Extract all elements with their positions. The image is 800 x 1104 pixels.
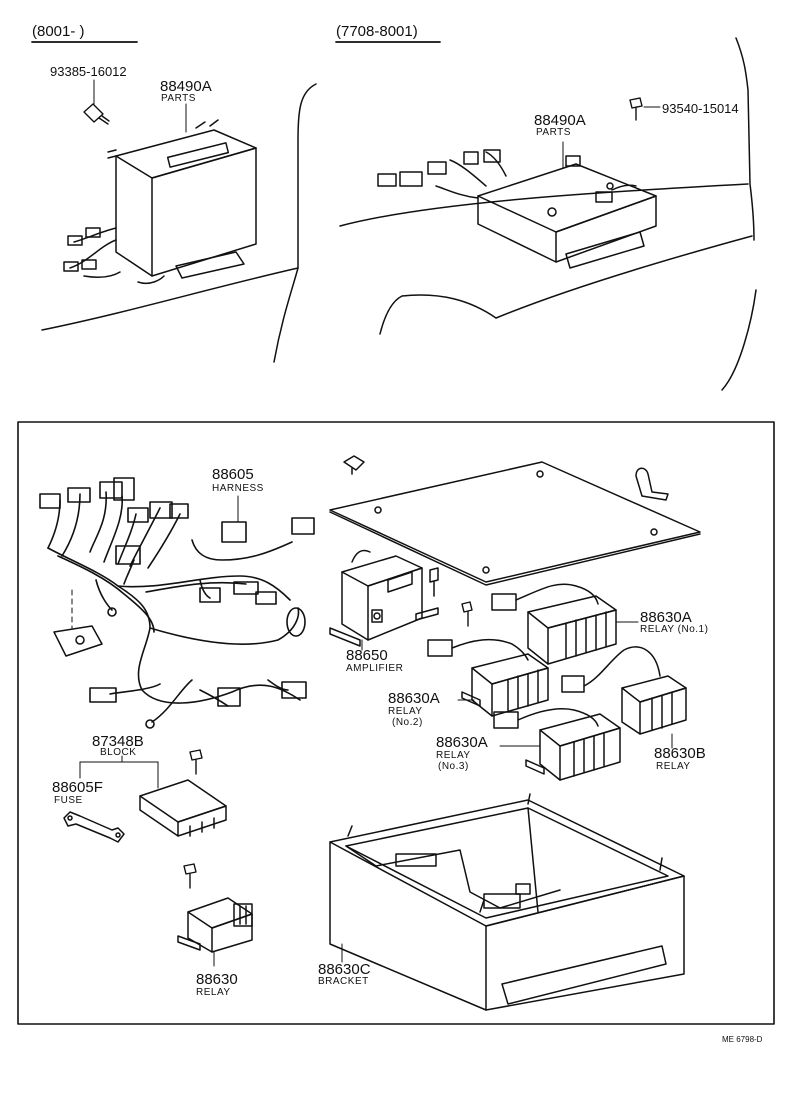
sublabel-harness: HARNESS xyxy=(212,483,264,494)
label-bracket-88630C: 88630C xyxy=(318,961,371,978)
relay-88630A-no2 xyxy=(427,638,549,717)
relay-screw-88630 xyxy=(183,863,197,889)
label-amplifier-88650: 88650 xyxy=(346,647,388,664)
sublabel-parts-left: PARTS xyxy=(161,93,196,104)
sublabel-relay-88630: RELAY xyxy=(196,987,231,998)
top-right-control-box-88490A xyxy=(377,149,657,269)
label-relay-88630A-no1: 88630A xyxy=(640,609,692,626)
top-right-screw-93540 xyxy=(629,97,643,121)
relay-screw xyxy=(461,601,473,627)
bracket-88630C xyxy=(329,793,685,1011)
top-left-screw-93385 xyxy=(83,103,110,125)
sublabel-relay-no3-a: RELAY xyxy=(436,750,471,761)
sublabel-amplifier: AMPLIFIER xyxy=(346,663,404,674)
relay-88630B xyxy=(561,646,687,735)
sublabel-parts-right: PARTS xyxy=(536,127,571,138)
sublabel-relay-b: RELAY xyxy=(656,761,691,772)
label-fuse-88605F: 88605F xyxy=(52,779,103,796)
label-relay-88630A-no3: 88630A xyxy=(436,734,488,751)
sublabel-relay-no2-b: (No.2) xyxy=(392,717,423,728)
block-fuse-leaders xyxy=(79,755,159,789)
top-left-control-box-88490A xyxy=(63,119,257,285)
harness-88605 xyxy=(39,477,315,729)
header-right: (7708-8001) xyxy=(336,23,418,40)
label-relay-88630A-no2: 88630A xyxy=(388,690,440,707)
label-relay-88630B: 88630B xyxy=(654,745,706,762)
sublabel-fuse: FUSE xyxy=(54,795,83,806)
fuse-88605F xyxy=(63,811,125,843)
label-block-87348B: 87348B xyxy=(92,733,144,750)
label-box-88490A-left: 88490A xyxy=(160,78,212,95)
sublabel-block: BLOCK xyxy=(100,747,137,758)
label-relay-88630: 88630 xyxy=(196,971,238,988)
block-87348B xyxy=(139,779,227,837)
label-harness-88605: 88605 xyxy=(212,466,254,483)
label-screw-93385: 93385-16012 xyxy=(50,64,127,79)
lower-frame xyxy=(17,421,775,1025)
harness-grommet xyxy=(53,589,103,657)
relay-88630A-no1 xyxy=(491,583,617,665)
relay-88630 xyxy=(177,897,253,953)
amplifier-88650 xyxy=(329,549,439,647)
sublabel-relay-no3-b: (No.3) xyxy=(438,761,469,772)
block-screw xyxy=(189,749,203,775)
header-left: (8001- ) xyxy=(32,23,85,40)
label-screw-93540: 93540-15014 xyxy=(662,101,739,116)
sublabel-relay-no1: RELAY (No.1) xyxy=(640,624,709,635)
sublabel-bracket: BRACKET xyxy=(318,976,369,987)
top-left-vehicle-outline xyxy=(41,83,317,363)
top-right-vehicle-outline xyxy=(339,37,757,391)
label-box-88490A-right: 88490A xyxy=(534,112,586,129)
relay-88630A-no3 xyxy=(493,708,621,781)
sublabel-relay-no2-a: RELAY xyxy=(388,706,423,717)
figure-code: ME 6798-D xyxy=(722,1035,763,1044)
mounting-plate xyxy=(329,455,701,586)
